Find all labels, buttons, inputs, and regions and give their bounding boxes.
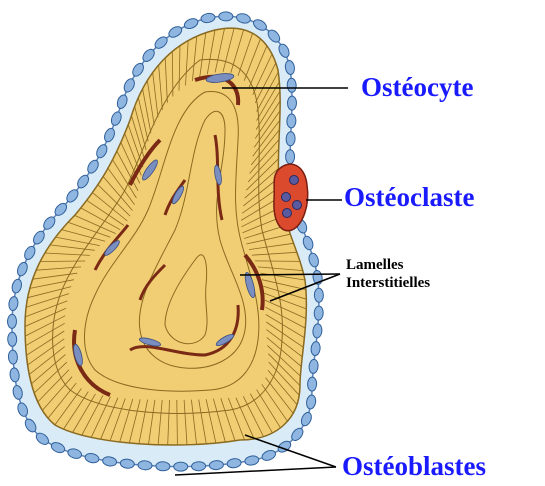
osteoblast-cell <box>8 332 17 346</box>
label-lamelles-line1: Lamelles <box>346 256 430 274</box>
osteoblast-cell <box>314 306 324 320</box>
osteoblast-cell <box>174 462 188 471</box>
osteoblast-cell <box>287 96 296 110</box>
label-lamelles-line2: Interstitielles <box>346 274 430 292</box>
osteoblast-cell <box>314 288 323 302</box>
label-osteocyte: Ostéocyte <box>361 74 473 101</box>
osteoblast-cell <box>287 78 297 92</box>
label-lamelles-interstitielles: Lamelles Interstitielles <box>346 256 430 292</box>
osteoblast-cell <box>307 377 317 391</box>
osteoblast-cell <box>286 150 295 164</box>
label-osteoclaste: Ostéoclaste <box>344 184 474 211</box>
osteoblast-cell <box>7 314 16 328</box>
osteoblast-cell <box>8 350 18 365</box>
osteoblast-cell <box>219 12 233 21</box>
osteoblast-cell <box>156 462 170 472</box>
osteoblast-cell <box>286 132 296 146</box>
label-osteoblastes: Ostéoblastes <box>342 453 486 480</box>
osteoblast-cell <box>287 114 297 128</box>
osteoblast-cell <box>191 461 205 471</box>
